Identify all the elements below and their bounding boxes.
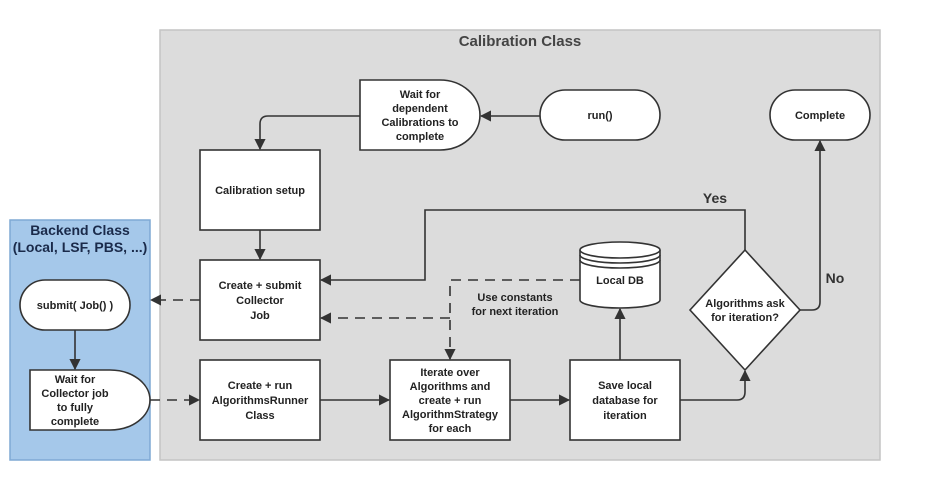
edge-localdb-constants [444,279,580,361]
node-save-local: Save local database for iteration [569,359,681,441]
label-line: Create + submit [219,280,302,292]
node-run: run() [539,89,661,141]
label-line: complete [51,416,99,428]
label-line: AlgorithmsRunner [212,395,309,407]
node-complete: Complete [769,89,871,141]
svg-text:run(): run() [587,110,612,122]
label-line: Wait for [55,374,96,386]
edge-label-no: No [826,270,845,286]
label-line: Save local [598,380,652,392]
label-line: for iteration? [711,312,779,324]
edge-save-to-decision [680,369,751,401]
save-local-label: Save local database for iteration [592,380,658,422]
svg-text:Complete: Complete [795,110,845,122]
edge-label-yes: Yes [703,190,727,206]
label-line: Collector job [41,388,109,400]
label-line: Wait for [400,89,441,101]
label-line: Class [245,410,274,422]
backend-class-subtitle: (Local, LSF, PBS, ...) [13,239,148,255]
label-line: for each [429,423,472,435]
node-local-db: Local DB [579,241,661,309]
calibration-class-title: Calibration Class [459,33,582,50]
label-line: Algorithms ask [705,298,785,310]
label-line: to fully [57,402,94,414]
label-line: Iterate over [420,367,480,379]
label-line: complete [396,131,444,143]
label-line: dependent [392,103,448,115]
edge-decision-yes [319,209,746,286]
node-submit-job: submit( Job() ) [19,279,131,331]
label-line: Create + run [228,380,293,392]
label-line: Job [250,310,270,322]
label-line: Use constants [477,292,552,304]
label-line: AlgorithmStrategy [402,409,499,421]
edge-decision-no [800,139,826,311]
label-line: Algorithms and [410,381,491,393]
svg-text:Local DB: Local DB [596,275,644,287]
backend-class-title: Backend Class [30,222,130,238]
edge-wait-to-setup [254,115,360,151]
svg-text:submit( Job() ): submit( Job() ) [37,300,114,312]
label-line: Collector [236,295,284,307]
label-line: iteration [603,410,647,422]
label-line: for next iteration [472,306,559,318]
node-algorithms-ask: Algorithms ask for iteration? [688,248,802,372]
svg-text:Calibration setup: Calibration setup [215,185,305,197]
edge-label-use-constants: Use constants for next iteration [472,292,559,318]
label-line: Calibrations to [381,117,458,129]
label-line: database for [592,395,658,407]
label-line: create + run [419,395,482,407]
algorithms-ask-label: Algorithms ask for iteration? [705,298,785,324]
node-calibration-setup: Calibration setup [199,149,321,231]
